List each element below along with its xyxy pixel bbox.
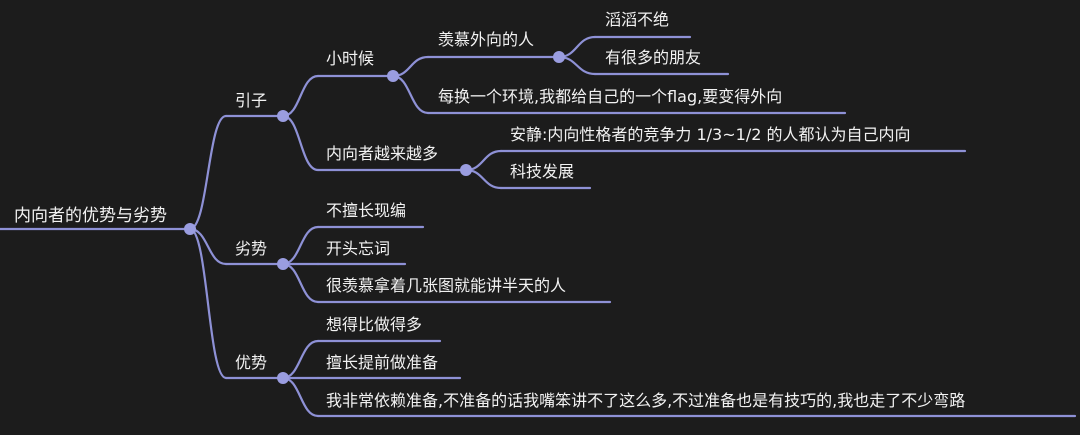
envy-joint <box>553 51 565 63</box>
node-underlines <box>0 35 1077 418</box>
node-think-more-label[interactable]: 想得比做得多 <box>326 315 422 334</box>
yinzi-joint <box>277 110 289 122</box>
node-flag-label[interactable]: 每换一个环境,我都给自己的一个flag,要变得外向 <box>438 87 782 106</box>
node-joints <box>184 51 565 384</box>
weakness-joint <box>277 258 289 270</box>
node-more-introverts-label[interactable]: 内向者越来越多 <box>326 144 438 163</box>
strength-joint <box>277 372 289 384</box>
node-many-friends-label[interactable]: 有很多的朋友 <box>605 48 701 67</box>
branch-weakness-label[interactable]: 劣势 <box>235 239 267 258</box>
childhood-joint <box>387 70 399 82</box>
node-weak-improv-label[interactable]: 不擅长现编 <box>326 201 406 220</box>
root-joint <box>184 223 196 235</box>
node-tech-label[interactable]: 科技发展 <box>510 162 574 181</box>
edge-yinzi-childhood <box>281 74 320 118</box>
edge-strong-rely <box>281 376 320 418</box>
node-quiet-book-label[interactable]: 安静:内向性格者的竞争力 1/3~1/2 的人都认为自己内向 <box>510 125 910 144</box>
edge-root-yinzi <box>188 114 228 231</box>
node-childhood-label[interactable]: 小时候 <box>326 49 374 68</box>
edge-weak-envy <box>281 262 320 304</box>
branch-strength-label[interactable]: 优势 <box>235 353 267 372</box>
node-envy-extroverts-label[interactable]: 羡慕外向的人 <box>438 30 534 49</box>
node-prepare-label[interactable]: 擅长提前做准备 <box>326 353 438 372</box>
node-talkative-label[interactable]: 滔滔不绝 <box>605 10 669 29</box>
edge-childhood-flag <box>391 74 430 115</box>
edge-yinzi-more <box>281 114 320 172</box>
edge-strong-think <box>281 339 320 380</box>
edge-weak-improv <box>281 225 320 266</box>
branch-yinzi-label[interactable]: 引子 <box>235 91 267 110</box>
root-node-label[interactable]: 内向者的优势与劣势 <box>14 206 167 226</box>
edge-root-strength <box>188 227 228 380</box>
edge-envy-talkative <box>557 35 597 59</box>
more-joint <box>460 164 472 176</box>
node-rely-preparation-label[interactable]: 我非常依赖准备,不准备的话我嘴笨讲不了这么多,不过准备也是有技巧的,我也走了不少… <box>326 391 965 410</box>
node-forget-words-label[interactable]: 开头忘词 <box>326 239 390 258</box>
node-envy-speakers-label[interactable]: 很羡慕拿着几张图就能讲半天的人 <box>326 276 566 295</box>
